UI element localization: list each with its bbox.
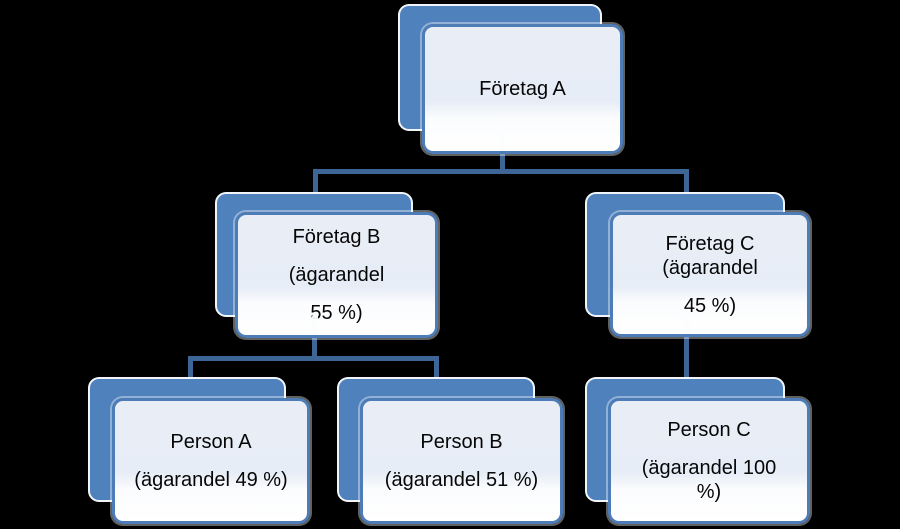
node-person-b-label: Person B [420, 431, 503, 453]
node-foretag-c-label: (ägarandel [662, 256, 758, 279]
node-foretag-c[interactable]: Företag C (ägarandel 45 %) [610, 212, 810, 337]
node-foretag-b[interactable]: Företag B (ägarandel 55 %) [235, 212, 438, 338]
node-person-a-label: Person A [170, 431, 252, 453]
connector-anchor-a [499, 131, 505, 151]
node-foretag-b-label: Företag B [292, 226, 381, 248]
connector-anchor-c [684, 315, 690, 334]
connector-a-rail [313, 169, 689, 174]
node-person-c-label: %) [696, 481, 722, 503]
node-foretag-b-label: 55 %) [310, 302, 363, 324]
node-person-a-label: (ägarandel 49 %) [134, 469, 288, 491]
node-person-b[interactable]: Person B (ägarandel 51 %) [360, 398, 563, 524]
connector-b-rail [188, 356, 439, 361]
node-foretag-a-label: Företag A [479, 78, 566, 100]
connector-a-to-b-drop [313, 169, 318, 194]
node-person-b-label: (ägarandel 51 %) [384, 469, 539, 491]
connector-b-stem [312, 336, 317, 360]
connector-b-to-pb-drop [434, 356, 439, 379]
node-person-a[interactable]: Person A (ägarandel 49 %) [112, 398, 310, 524]
connector-b-to-pa-drop [188, 356, 193, 379]
node-foretag-a[interactable]: Företag A [422, 24, 623, 154]
node-foretag-b-label: (ägarandel [288, 264, 385, 286]
node-person-c-label: Person C [667, 419, 751, 441]
connector-a-stem [500, 152, 505, 172]
node-foretag-c-label: Företag C [665, 232, 755, 255]
connector-c-to-pc [684, 335, 689, 379]
connector-anchor-b [312, 316, 318, 335]
node-foretag-c-label: 45 %) [683, 294, 737, 317]
connector-a-to-c-drop [684, 169, 689, 194]
node-person-c[interactable]: Person C (ägarandel 100 %) [608, 398, 810, 524]
node-person-c-label: (ägarandel 100 [641, 457, 777, 479]
